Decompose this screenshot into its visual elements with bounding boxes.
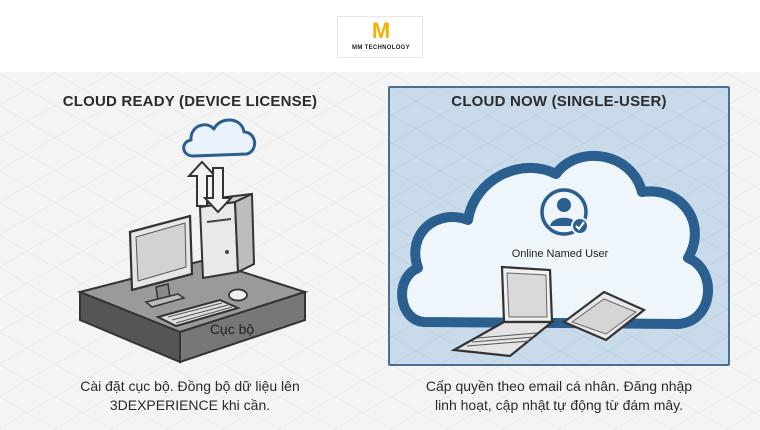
comparison-area: CLOUD READY (DEVICE LICENSE) Cục bộ	[0, 72, 760, 430]
mouse-icon	[228, 288, 248, 302]
device-license-illustration: Cục bộ	[76, 118, 309, 364]
online-user-label: Online Named User	[512, 248, 609, 260]
user-account-icon	[540, 188, 589, 236]
laptop-icon	[450, 265, 556, 358]
brand-logo: M MM TECHNOLOGY	[337, 16, 423, 58]
large-cloud-icon	[397, 150, 714, 329]
left-caption: Cài đặt cục bộ. Đồng bộ dữ liệu lên 3DEX…	[40, 377, 340, 415]
header-band: M MM TECHNOLOGY	[0, 0, 760, 72]
sync-arrows-icon	[186, 160, 234, 214]
monitor-foot	[144, 293, 186, 308]
left-caption-line-2: 3DEXPERIENCE khi cần.	[109, 397, 271, 413]
tower-front	[198, 200, 240, 280]
right-caption-line-1: Cấp quyền theo email cá nhân. Đăng nhập	[425, 378, 693, 394]
right-panel-title: CLOUD NOW (SINGLE-USER)	[451, 93, 667, 110]
platform-right-side	[179, 290, 306, 364]
right-caption: Cấp quyền theo email cá nhân. Đăng nhập …	[388, 377, 730, 415]
tower-side	[233, 192, 256, 274]
local-device-label: Cục bộ	[210, 321, 255, 337]
monitor-screen	[135, 222, 187, 282]
single-user-illustration: Online Named User	[397, 150, 714, 358]
tablet-icon	[561, 290, 647, 342]
logo-mark: M	[371, 18, 391, 43]
cloud-icon	[182, 118, 256, 158]
logo-text: MM TECHNOLOGY	[352, 45, 410, 51]
left-panel-title: CLOUD READY (DEVICE LICENSE)	[62, 93, 318, 110]
tower-power-light	[225, 250, 229, 254]
left-caption-line-1: Cài đặt cục bộ. Đồng bộ dữ liệu lên	[80, 378, 300, 394]
right-caption-line-2: linh hoạt, cập nhật tự động từ đám mây.	[434, 397, 684, 413]
